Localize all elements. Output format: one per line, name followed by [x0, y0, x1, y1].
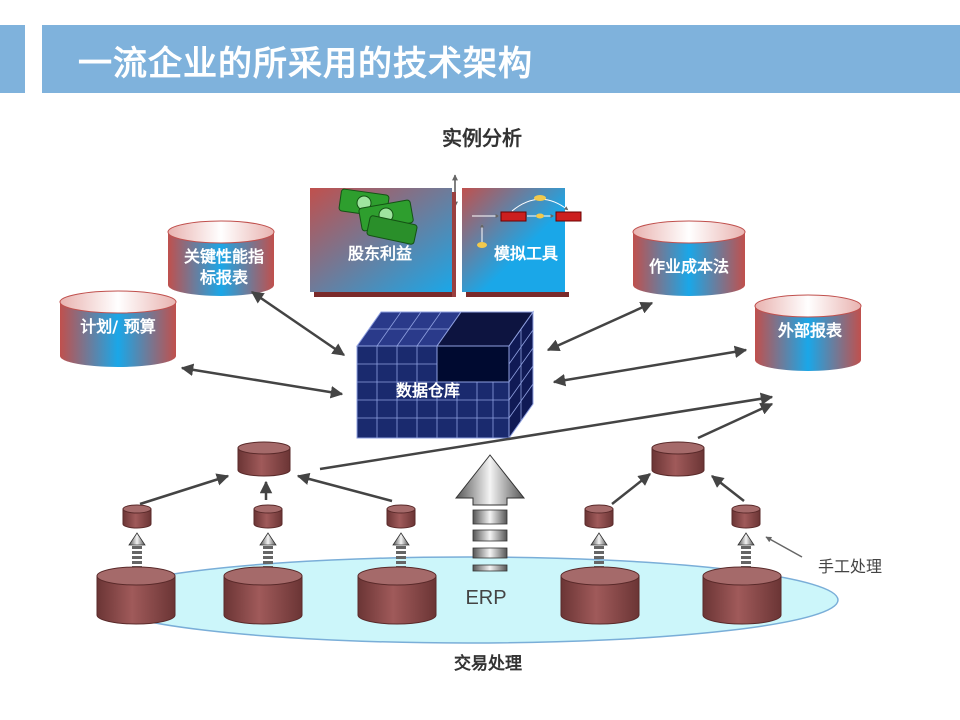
erp-up-arrow: [454, 454, 526, 572]
small-db-3: [386, 504, 416, 529]
plan-budget-label: 计划/ 预算: [80, 317, 155, 336]
plan-budget-cylinder: 计划/ 预算: [59, 290, 177, 367]
source-db-2: [223, 566, 303, 625]
source-db-3: [357, 566, 437, 625]
small-db-5: [731, 504, 761, 529]
manual-processing-arrow: [765, 536, 803, 558]
aggregate-db-right: [651, 441, 705, 477]
small-db-4: [584, 504, 614, 529]
process-flow-icon: [472, 195, 582, 248]
data-warehouse-cube: 数据仓库: [356, 310, 534, 440]
small-db-2: [253, 504, 283, 529]
kpi-report-cylinder: 关键性能指 标报表: [167, 220, 275, 296]
transaction-processing-label: 交易处理: [454, 653, 522, 674]
simulation-tool-label: 模拟工具: [494, 244, 558, 263]
shareholder-profit-box: 股东利益: [310, 188, 456, 297]
title-bar-accent: [0, 25, 25, 93]
money-bills-icon: [338, 188, 418, 245]
warehouse-connections: [180, 290, 774, 471]
source-db-4: [560, 566, 640, 625]
source-up-arrows: [128, 532, 755, 569]
title-bar: [42, 25, 960, 93]
activity-costing-label: 作业成本法: [649, 257, 729, 276]
simulation-tool-box: 模拟工具: [462, 188, 582, 297]
data-warehouse-label: 数据仓库: [396, 381, 460, 400]
shareholder-profit-label: 股东利益: [348, 244, 412, 263]
case-analysis-label: 实例分析: [442, 126, 522, 150]
page-title: 一流企业的所采用的技术架构: [78, 44, 533, 84]
kpi-report-label-line2: 标报表: [199, 268, 249, 287]
source-db-1: [96, 566, 176, 625]
source-db-5: [702, 566, 782, 625]
aggregate-db-left: [237, 441, 291, 477]
aggregation-arrows: [139, 472, 745, 506]
external-report-label: 外部报表: [777, 321, 843, 340]
manual-processing-label: 手工处理: [818, 558, 882, 576]
activity-costing-cylinder: 作业成本法: [632, 220, 746, 296]
erp-label: ERP: [465, 587, 506, 609]
kpi-report-label-line1: 关键性能指: [184, 247, 264, 266]
external-report-cylinder: 外部报表: [754, 294, 862, 371]
small-db-1: [122, 504, 152, 529]
